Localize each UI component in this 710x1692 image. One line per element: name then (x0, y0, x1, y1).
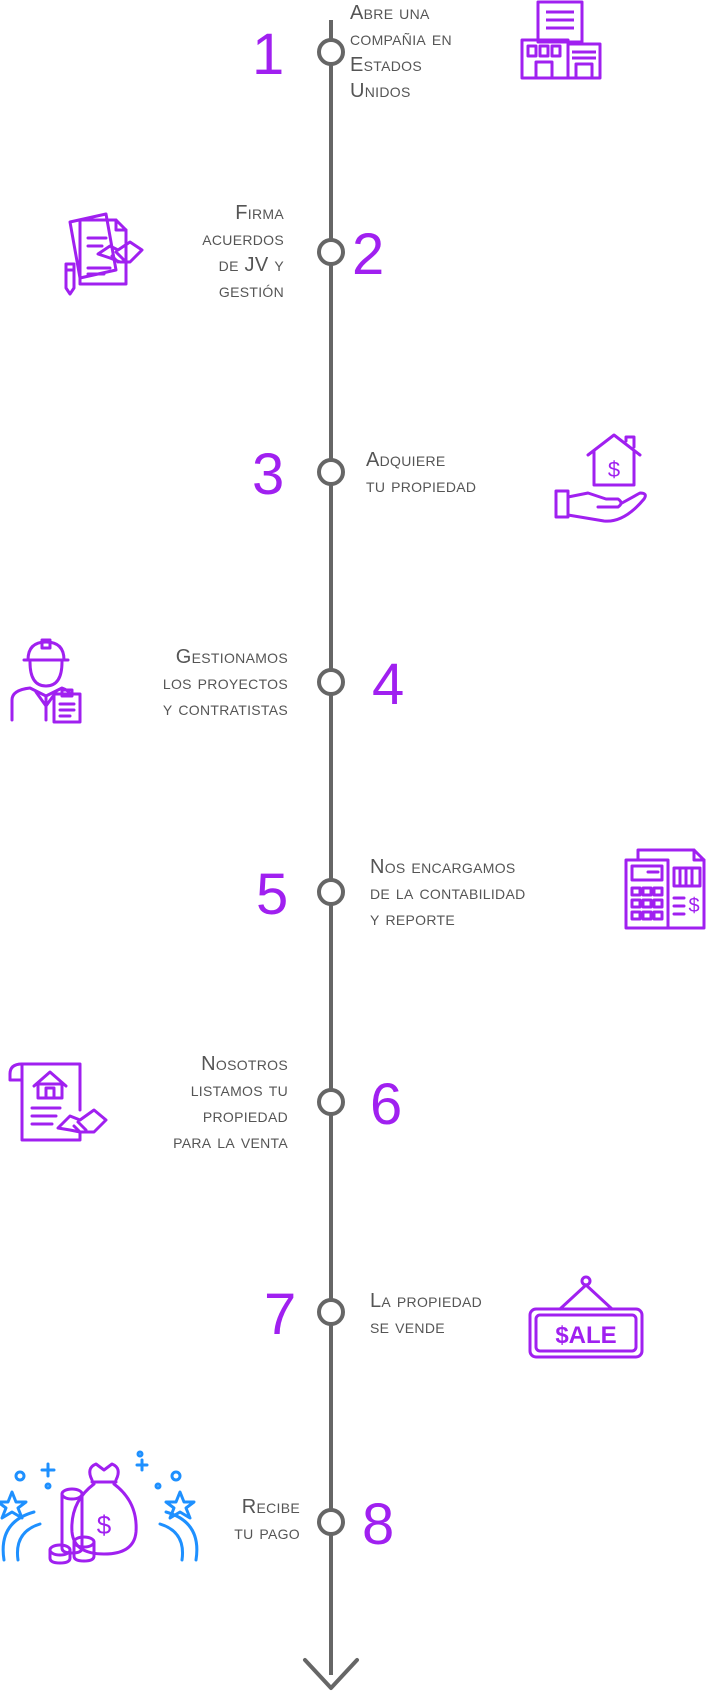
svg-text:$ALE: $ALE (555, 1322, 616, 1349)
timeline-node-4 (317, 668, 345, 696)
svg-text:$: $ (608, 457, 620, 482)
step-number-6: 6 (370, 1072, 403, 1137)
step-label-line: Abre una (350, 2, 430, 24)
sale-sign-icon: $ALE (528, 1275, 644, 1359)
svg-text:$: $ (688, 895, 699, 917)
timeline-node-7 (317, 1298, 345, 1326)
step-label-line: Firma (235, 202, 284, 224)
step-label-4: Gestionamos los proyectos y contratistas (163, 644, 288, 722)
timeline-node-3 (317, 458, 345, 486)
hand-house-dollar-icon: $ (554, 433, 650, 525)
arrow-down-icon (303, 1658, 359, 1690)
step-label-1: Abre una compañia en Estados Unidos (350, 0, 452, 104)
step-label-line: Adquiere (366, 449, 446, 471)
sparkle-icon (0, 1450, 199, 1562)
step-label-line: de JV y (218, 254, 284, 276)
timeline-node-1 (317, 38, 345, 66)
step-label-line: y contratistas (162, 698, 288, 720)
step-label-line: gestión (218, 280, 284, 302)
step-label-line: tu propiedad (366, 475, 477, 497)
calculator-icon: $ (624, 846, 708, 930)
building-icon (520, 0, 602, 80)
step-label-line: Recibe (241, 1496, 300, 1518)
step-number-5: 5 (256, 862, 289, 927)
timeline-node-5 (317, 878, 345, 906)
step-label-7: La propiedad se vende (370, 1288, 482, 1340)
svg-text:$: $ (97, 1510, 112, 1540)
step-number-8: 8 (362, 1492, 395, 1557)
step-label-line: los proyectos (162, 672, 288, 694)
timeline-node-2 (317, 238, 345, 266)
step-label-3: Adquiere tu propiedad (366, 447, 476, 499)
step-label-line: propiedad (202, 1105, 288, 1127)
step-label-6: Nosotros listamos tu propiedad para la v… (173, 1051, 288, 1155)
step-label-2: Firma acuerdos de JV y gestión (202, 200, 284, 304)
step-number-4: 4 (372, 652, 405, 717)
step-label-line: listamos tu (190, 1079, 288, 1101)
step-label-line: Estados (350, 54, 422, 76)
step-label-line: Unidos (350, 80, 411, 102)
contractor-icon (10, 638, 82, 724)
step-label-line: Nos encargamos (370, 856, 516, 878)
step-label-line: tu pago (234, 1522, 300, 1544)
step-label-8: Recibe tu pago (234, 1494, 300, 1546)
step-number-1: 1 (252, 22, 285, 87)
step-number-3: 3 (252, 442, 285, 507)
step-label-line: de la contabilidad (370, 882, 526, 904)
step-label-5: Nos encargamos de la contabilidad y repo… (370, 854, 526, 932)
money-bag-icon: $ (0, 1450, 200, 1565)
step-label-line: La propiedad (370, 1290, 483, 1312)
step-label-line: Gestionamos (175, 646, 288, 668)
step-label-line: y reporte (370, 908, 456, 930)
step-number-7: 7 (264, 1282, 297, 1347)
timeline-node-6 (317, 1088, 345, 1116)
step-label-line: para la venta (173, 1131, 288, 1153)
contract-handshake-icon (60, 210, 144, 296)
timeline-node-8 (317, 1508, 345, 1536)
step-number-2: 2 (352, 222, 385, 287)
listing-document-icon (8, 1058, 108, 1144)
step-label-line: Nosotros (201, 1053, 288, 1075)
step-label-line: compañia en (350, 28, 452, 50)
step-label-line: acuerdos (202, 228, 284, 250)
step-label-line: se vende (370, 1316, 445, 1338)
timeline-line (329, 20, 333, 1675)
